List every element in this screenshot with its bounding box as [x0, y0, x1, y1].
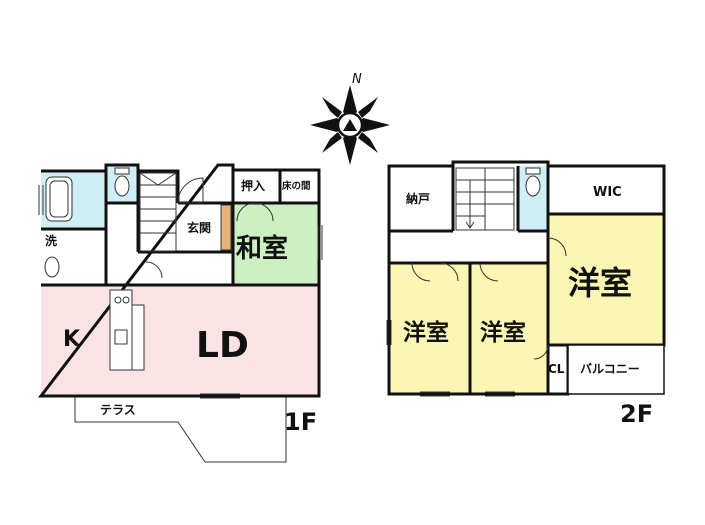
stairs-1f: [139, 172, 177, 252]
toilet-2f: [525, 175, 541, 197]
balcony-outline: [567, 344, 665, 395]
room-label-terrace: テラス: [100, 403, 136, 417]
washitsu-fill: [233, 203, 319, 285]
room-label-cl: CL: [548, 362, 565, 376]
bathtub: [45, 176, 73, 222]
terrace-outline: [74, 396, 287, 463]
toilet-1f: [114, 175, 130, 197]
floor-label-1f: 1F: [284, 408, 317, 436]
floor-label-2f: 2F: [620, 400, 653, 428]
windows-2f: [386, 320, 515, 397]
room-label-balcony: バルコニー: [580, 362, 640, 376]
room-label-entrance: 玄関: [187, 220, 211, 235]
washbasin: [44, 256, 60, 278]
room-label-washitsu: 和室: [236, 233, 288, 264]
stairs-2f: [455, 167, 515, 231]
room-label-youshitsu-left-a: 洋室: [403, 319, 449, 346]
room-label-youshitsu-right: 洋室: [568, 264, 632, 302]
ld-fill: [41, 285, 320, 396]
windows-1f: [38, 185, 323, 399]
room-label-ld: LD: [196, 325, 249, 366]
room-label-storage: 納戸: [406, 191, 430, 206]
youshitsu-right-fill: [548, 214, 662, 345]
floor-2: [386, 160, 666, 397]
floor-1: [37, 163, 323, 463]
compass-rose: [310, 85, 390, 165]
room-label-oshiire: 押入: [241, 178, 265, 193]
entrance-step: [220, 204, 232, 251]
room-label-youshitsu-left-b: 洋室: [480, 319, 526, 346]
room-label-kitchen: K: [63, 327, 81, 352]
room-label-tokonoma: 床の間: [282, 180, 311, 192]
room-label-wic: WIC: [593, 185, 622, 200]
room-label-wash: 洗: [45, 233, 57, 248]
north-label: N: [352, 72, 362, 87]
